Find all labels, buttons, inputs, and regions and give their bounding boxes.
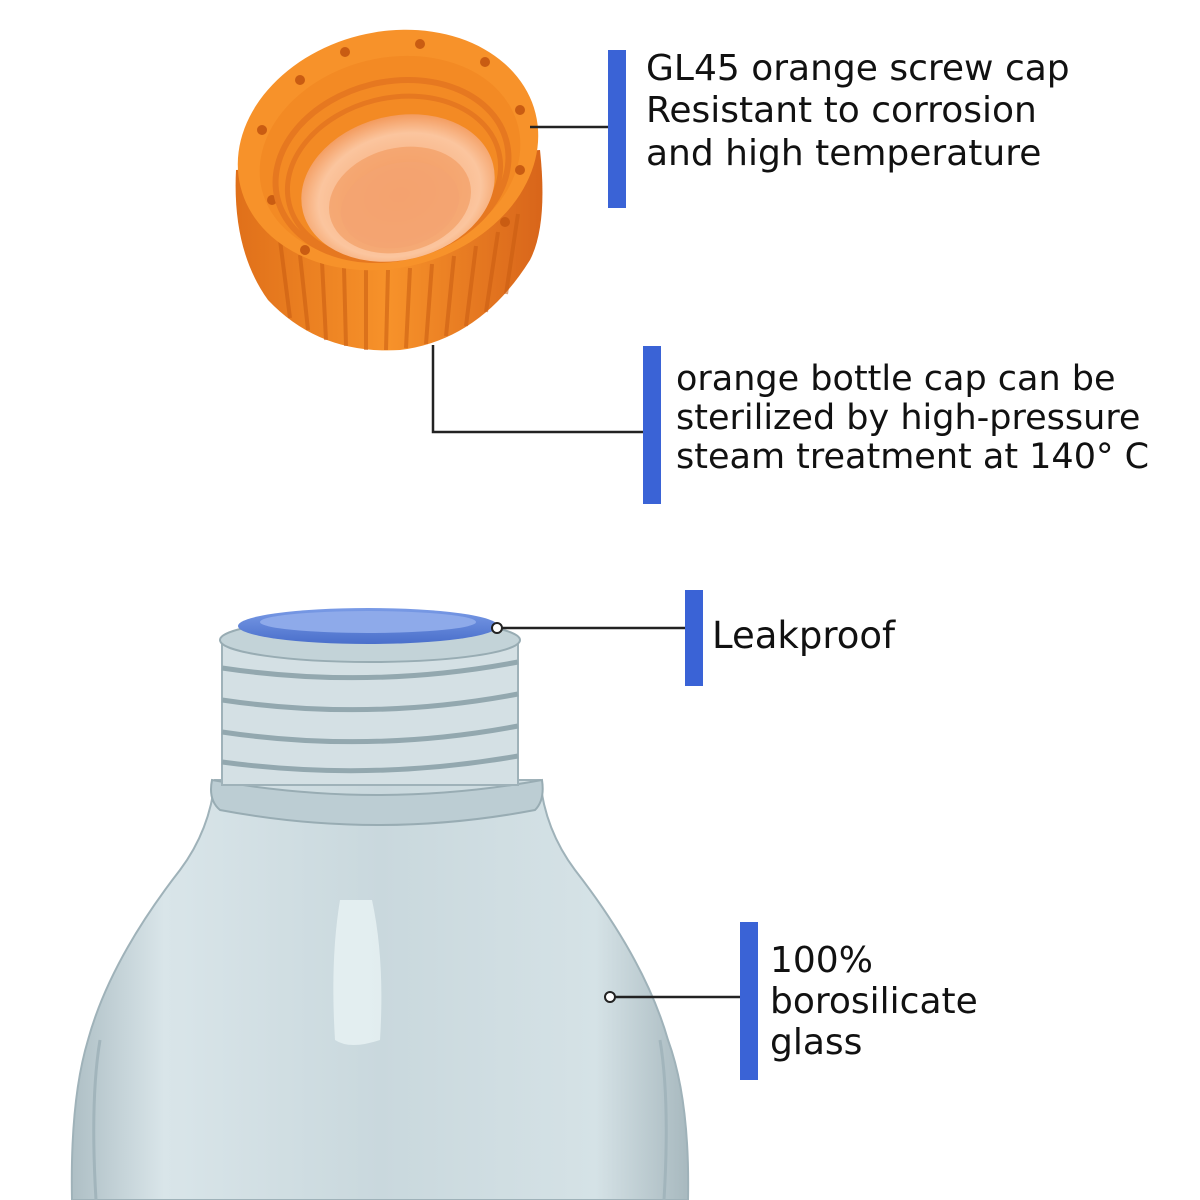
cap-ribs	[278, 213, 520, 351]
callout-sterilize: orange bottle cap can be sterilized by h…	[676, 359, 1150, 478]
callout-leakproof: Leakproof	[712, 614, 895, 658]
callout-sterilize-line: orange bottle cap can be	[676, 359, 1116, 399]
callout-bar-glass	[740, 922, 758, 1080]
callout-sterilize-line: sterilized by high-pressure	[676, 398, 1141, 439]
callout-leakproof-line: Leakproof	[712, 614, 896, 657]
leader-lines	[431, 125, 742, 999]
leader-dot-glass	[604, 991, 616, 1003]
callout-bar-cap	[608, 50, 626, 208]
callout-cap-line: Resistant to corrosion	[646, 90, 1037, 132]
callout-cap: GL45 orange screw cap Resistant to corro…	[646, 48, 1070, 175]
callout-bar-sterilize	[643, 346, 661, 504]
callout-cap-line: GL45 orange screw cap	[646, 48, 1070, 89]
callout-glass-line: glass	[770, 1022, 863, 1064]
callout-glass: 100% borosilicate glass	[770, 940, 978, 1063]
callout-glass-line: 100%	[770, 940, 873, 981]
callout-cap-line: and high temperature	[646, 132, 1042, 174]
glass-bottle-image	[70, 608, 690, 1200]
bottle-threads	[221, 659, 519, 774]
leader-dot-leakproof	[491, 622, 503, 634]
callout-sterilize-line: steam treatment at 140° C	[676, 437, 1150, 478]
callout-bar-leakproof	[685, 590, 703, 686]
orange-screw-cap-image	[235, 29, 543, 351]
cap-rim-holes	[257, 39, 525, 255]
callout-glass-line: borosilicate	[770, 981, 978, 1023]
leader-line-sterilize	[431, 345, 645, 434]
